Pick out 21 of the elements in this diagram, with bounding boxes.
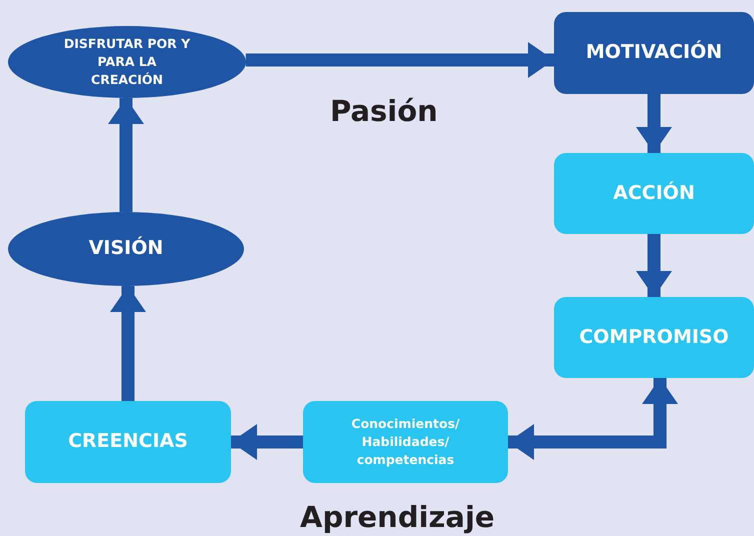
block-arrow [231,424,303,460]
node-text: ACCIÓN [613,180,695,206]
section-heading: Pasión [330,94,438,128]
block-arrow [508,378,678,460]
process-box [554,12,754,94]
process-box [554,153,754,234]
node-text: Conocimientos/ Habilidades/ competencias [350,414,461,470]
block-arrow [110,286,146,401]
process-box [303,401,508,483]
node-text: COMPROMISO [579,324,729,350]
process-box [554,297,754,378]
node-text: MOTIVACIÓN [586,39,722,66]
block-arrow [108,98,144,212]
block-arrow [636,94,672,153]
block-arrow [246,42,554,78]
process-box [25,401,231,483]
node-text: VISIÓN [88,235,164,262]
section-heading: Aprendizaje [300,500,495,534]
node-text: CREENCIAS [68,429,188,454]
node-text: DISFRUTAR POR Y PARA LA CREACIÓN [62,34,192,90]
block-arrow [636,234,672,297]
